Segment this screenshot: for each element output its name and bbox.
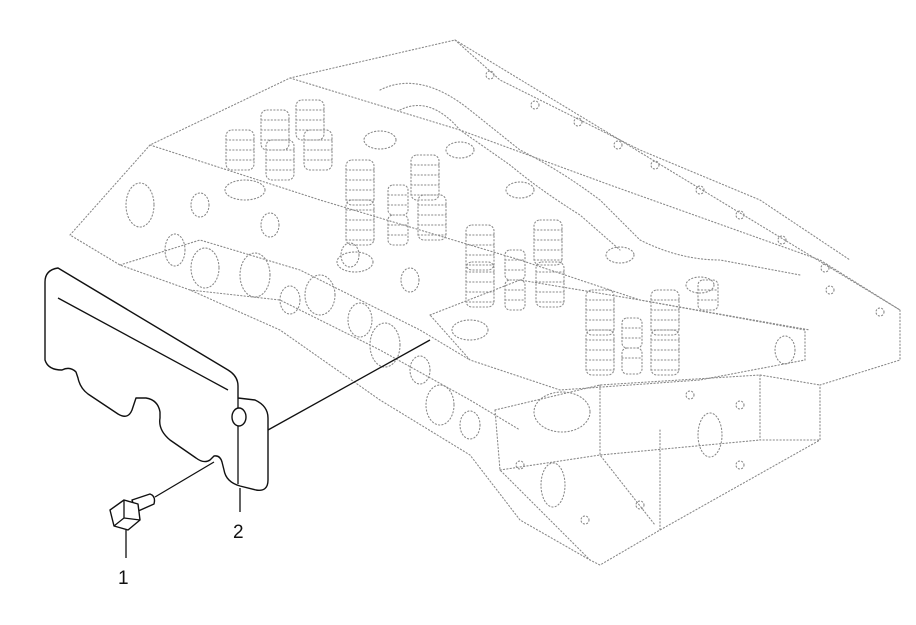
callout-1: 1 bbox=[118, 568, 129, 589]
cover-plate bbox=[44, 267, 269, 491]
cylinder-head-outline bbox=[69, 39, 901, 566]
valve-springs bbox=[225, 99, 719, 376]
port-openings bbox=[125, 130, 715, 440]
deck-bolt-holes bbox=[485, 70, 885, 317]
flange-bolt bbox=[109, 493, 156, 531]
assembly-lines bbox=[125, 339, 431, 558]
end-face-details bbox=[515, 335, 796, 525]
callout-2: 2 bbox=[233, 522, 244, 543]
